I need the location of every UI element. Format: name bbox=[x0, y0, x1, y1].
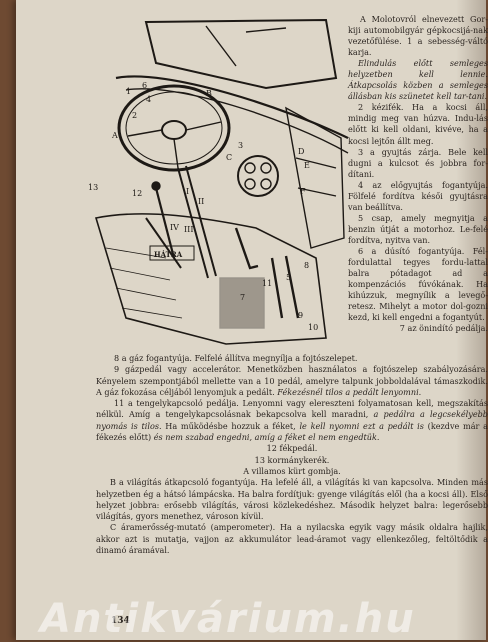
rcol-para-1: A Molotovról elnevezett Gor-kiji automob… bbox=[348, 14, 488, 58]
rcol-para-5: 4 az előgyujtás fogantyúja. Fölfelé ford… bbox=[348, 179, 488, 212]
label-D: D bbox=[298, 147, 304, 156]
para-C: C áramerősség-mutató (amperometer). Ha a… bbox=[96, 522, 488, 556]
label-E: E bbox=[304, 161, 310, 170]
label-7: 7 bbox=[240, 293, 245, 302]
label-4: 4 bbox=[146, 95, 151, 104]
para-11-b: a pedálra a legcsekélyebb nyomás is tilo… bbox=[96, 409, 488, 431]
label-5: 5 bbox=[286, 273, 291, 282]
para-8: 8 a gáz fogantyúja. Felfelé állítva megn… bbox=[114, 353, 358, 363]
label-I: I bbox=[186, 187, 189, 196]
cabin-illustration: A B C D E F I II III IV 1 2 3 4 5 6 7 8 … bbox=[86, 18, 349, 348]
para-11-c: Ha működésbe hozzuk a féket, bbox=[165, 420, 296, 431]
label-12: 12 bbox=[132, 189, 142, 198]
rcol-para-7: 6 a dúsító fogantyúja. Fél-fordulattal t… bbox=[348, 245, 488, 323]
para-9: 9 gázpedál vagy accelerátor. Menetközben… bbox=[96, 364, 488, 398]
para-9-b: 10 pedál, amelyre talpunk jobboldalával … bbox=[96, 375, 488, 397]
label-II: II bbox=[198, 197, 204, 206]
label-III: III bbox=[184, 225, 193, 234]
page-number: 134 bbox=[111, 616, 130, 626]
para-B: B a világítás átkapcsoló fogantyúja. Ha … bbox=[96, 477, 488, 522]
label-IV: IV bbox=[170, 223, 179, 232]
label-11: 11 bbox=[262, 279, 272, 288]
label-10: 10 bbox=[308, 323, 318, 332]
label-hatra: HÁTRA bbox=[154, 250, 183, 259]
body-text: 8 a gáz fogantyúja. Felfelé állítva megn… bbox=[96, 353, 488, 556]
rcol-para-3: 2 kézifék. Ha a kocsi áll, mindig meg va… bbox=[348, 102, 488, 146]
para-11-d: le kell nyomni ezt a pedált is bbox=[299, 420, 424, 431]
book-page: A B C D E F I II III IV 1 2 3 4 5 6 7 8 … bbox=[16, 0, 488, 640]
label-8: 8 bbox=[304, 261, 309, 270]
label-13: 13 bbox=[88, 183, 98, 192]
para-9-c: Fékezésnél tilos a pedált lenyomni. bbox=[277, 386, 422, 397]
para-11-f: és nem szabad engedni, amíg a féket el n… bbox=[153, 432, 380, 443]
para-A: A villamos kürt gombja. bbox=[243, 465, 341, 476]
rcol-para-6: 5 csap, amely megnyitja a benzin útját a… bbox=[348, 212, 488, 245]
label-A: A bbox=[111, 131, 118, 140]
drivers-cab-drawing: A B C D E F I II III IV 1 2 3 4 5 6 7 8 … bbox=[88, 18, 349, 345]
watermark: Antikvárium.hu bbox=[40, 596, 416, 642]
label-F: F bbox=[300, 187, 306, 196]
label-9: 9 bbox=[298, 311, 303, 320]
label-2: 2 bbox=[132, 111, 137, 120]
label-6: 6 bbox=[142, 81, 147, 90]
rcol-para-8: 7 az önindító pedálja. bbox=[399, 323, 488, 334]
label-B: B bbox=[206, 89, 212, 98]
rcol-para-2: Elindulás előtt semleges helyzetben kell… bbox=[348, 58, 488, 102]
para-12: 12 fékpedál. bbox=[266, 443, 318, 454]
label-1: 1 bbox=[126, 87, 131, 96]
label-C: C bbox=[226, 153, 232, 162]
label-3: 3 bbox=[238, 141, 243, 150]
para-11-a: 11 a tengelykapcsoló pedálja. Lenyomni v… bbox=[96, 398, 488, 420]
rcol-para-4: 3 a gyujtás zárja. Bele kell dugni a kul… bbox=[348, 146, 488, 179]
para-11: 11 a tengelykapcsoló pedálja. Lenyomni v… bbox=[96, 398, 488, 443]
right-column-text: A Molotovról elnevezett Gor-kiji automob… bbox=[348, 14, 488, 334]
para-13: 13 kormánykerék. bbox=[254, 454, 330, 465]
para-9-a: 9 gázpedál vagy accelerátor. Menetközben… bbox=[96, 364, 488, 386]
